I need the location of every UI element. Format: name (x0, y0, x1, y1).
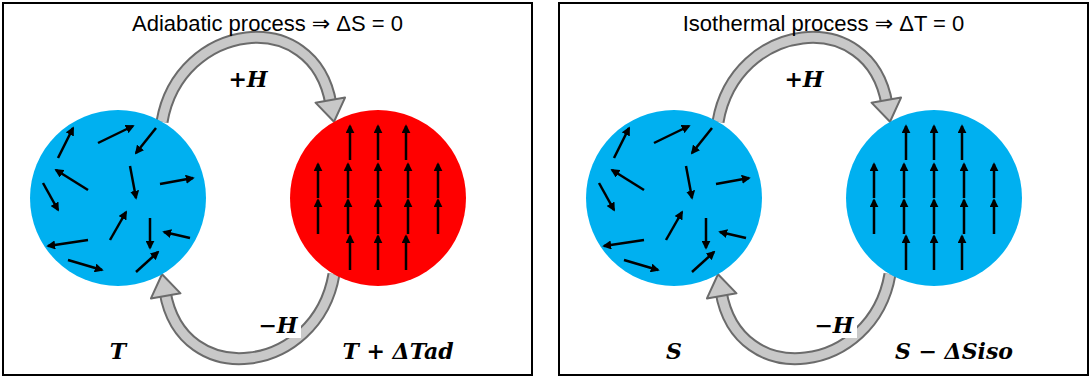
aligned-spins (318, 126, 438, 270)
arrow-head (871, 98, 901, 122)
material-circle: S − ΔSiso (846, 110, 1022, 286)
state-label: T (110, 338, 126, 364)
arrow-outline (718, 37, 887, 121)
field-label: −H (811, 312, 856, 338)
field-arrow (162, 37, 345, 121)
field-label: +H (781, 66, 826, 92)
field-label: +H (225, 66, 270, 92)
arrow-outline (721, 274, 890, 358)
circle-fill (846, 110, 1022, 286)
aligned-spins (874, 126, 994, 270)
arrow-head (707, 274, 737, 298)
circle-shape (586, 110, 762, 286)
circle-fill (30, 110, 206, 286)
arrow-outline (162, 37, 331, 121)
state-label: S (666, 338, 682, 364)
panel-title: Isothermal process ⇒ ΔT = 0 (560, 4, 1087, 37)
state-label: T + ΔTad (342, 338, 453, 364)
arrow-body (165, 274, 334, 358)
arrow-outline (165, 274, 334, 358)
arrow-head (151, 274, 181, 298)
field-arrow (151, 274, 334, 358)
material-circle: T (30, 110, 206, 286)
field-label: −H (255, 312, 300, 338)
arrow-head (315, 98, 345, 122)
arrow-body (162, 37, 331, 121)
circle-fill (586, 110, 762, 286)
arrow-body (718, 37, 887, 121)
circle-fill (290, 110, 466, 286)
panel-title: Adiabatic process ⇒ ΔS = 0 (4, 4, 531, 37)
circle-shape (846, 110, 1022, 286)
field-arrow (718, 37, 901, 121)
circle-shape (290, 110, 466, 286)
state-label: S − ΔSiso (895, 338, 1013, 364)
random-spins (599, 126, 749, 272)
material-circle: T + ΔTad (290, 110, 466, 286)
arrow-body (721, 274, 890, 358)
material-circle: S (586, 110, 762, 286)
random-spins (43, 126, 193, 272)
circle-shape (30, 110, 206, 286)
field-arrow (707, 274, 890, 358)
